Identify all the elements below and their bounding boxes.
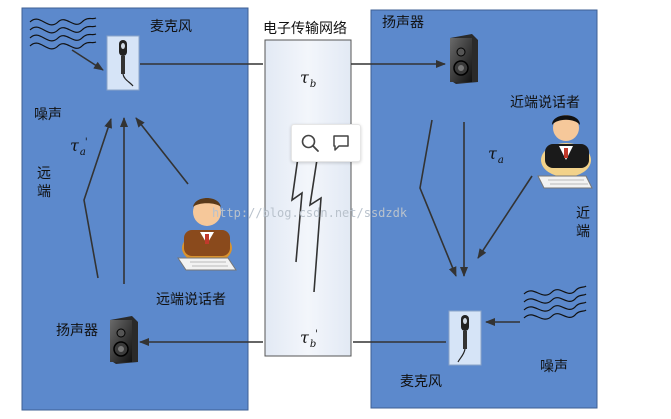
label-speaker-right: 扬声器	[382, 15, 424, 31]
symbol-tau-b-prime: τb'	[300, 328, 319, 350]
symbol-tau-a-prime: τa'	[70, 136, 88, 158]
arrow-echo-path-right	[419, 119, 457, 277]
network-box	[264, 39, 352, 357]
network-break-line-left	[290, 142, 303, 263]
arrow-noise-to-mic-left	[71, 49, 104, 71]
comment-icon	[333, 135, 349, 151]
microphone-icon-left	[106, 35, 140, 91]
label-speaker-left: 扬声器	[56, 323, 98, 339]
search-button[interactable]	[298, 131, 322, 155]
arrow-near-talker-to-mic	[477, 175, 533, 259]
speaker-icon-left	[110, 316, 138, 364]
symbol-tau-a: τa	[488, 144, 504, 166]
arrow-far-talker-to-mic	[135, 117, 189, 185]
label-mic-left: 麦克风	[150, 19, 192, 35]
far-end-talker-icon	[177, 198, 237, 271]
label-network: 电子传输网络	[263, 21, 347, 37]
signal-arrows	[71, 49, 533, 346]
label-near-talker: 近端说话者	[510, 95, 580, 111]
noise-waves-right	[523, 285, 587, 320]
image-toolbar	[291, 124, 361, 162]
microphone-icon-right	[448, 310, 482, 366]
arrow-echo-path-left	[83, 118, 112, 279]
noise-waves-left	[29, 17, 97, 50]
label-noise-left: 噪声	[34, 107, 62, 123]
label-noise-right: 噪声	[540, 359, 568, 375]
search-icon	[301, 134, 319, 152]
near-end-talker-icon	[537, 115, 593, 189]
symbol-tau-b: τb	[300, 68, 317, 90]
watermark-text: http://blog.csdn.net/ssdzdk	[212, 206, 408, 220]
label-far-end: 远端	[37, 166, 51, 200]
comment-button[interactable]	[329, 131, 353, 155]
speaker-icon-right	[450, 34, 478, 84]
label-mic-right: 麦克风	[400, 374, 442, 390]
label-far-talker: 远端说话者	[156, 292, 226, 308]
label-near-end: 近端	[576, 206, 590, 240]
network-break-line-right	[308, 139, 322, 293]
